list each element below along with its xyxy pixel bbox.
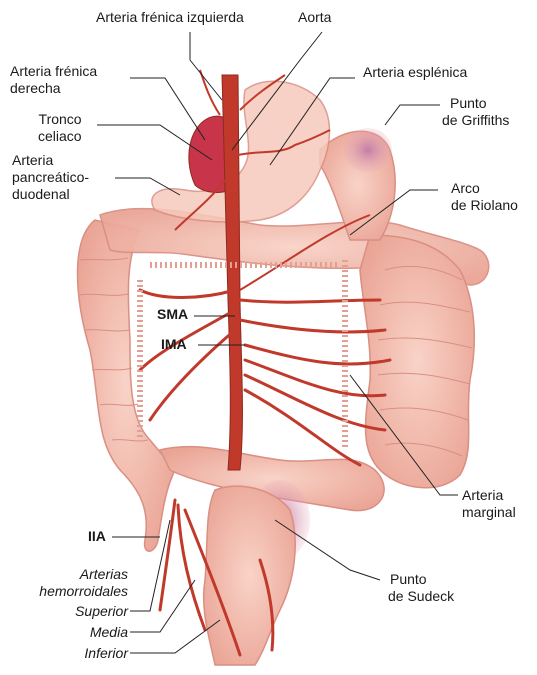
label-frenica-derecha: Arteria frénica derecha <box>10 63 97 97</box>
stomach <box>152 81 330 222</box>
label-riolano: Arco de Riolano <box>451 180 518 214</box>
griffiths-point-area <box>344 128 392 172</box>
label-superior: Superior <box>18 603 128 620</box>
label-ima: IMA <box>161 336 187 353</box>
ascending-colon <box>78 220 176 551</box>
rectum <box>204 486 296 665</box>
label-esplenica: Arteria esplénica <box>363 64 467 81</box>
label-media: Media <box>18 624 128 641</box>
aorta <box>222 75 242 470</box>
label-hemorroidales: Arterias hemorroidales <box>18 566 128 600</box>
label-sudeck: Punto de Sudeck <box>388 571 454 605</box>
label-pancreatico-duodenal: Arteria pancreático- duodenal <box>12 152 89 203</box>
label-aorta: Aorta <box>298 9 331 26</box>
label-sma: SMA <box>157 306 188 323</box>
label-griffiths: Punto de Griffiths <box>450 95 509 129</box>
label-iia: IIA <box>88 528 106 545</box>
label-tronco-celiaco: Tronco celiaco <box>38 111 82 145</box>
label-marginal: Arteria marginal <box>462 487 516 521</box>
label-frenica-izquierda: Arteria frénica izquierda <box>96 9 244 26</box>
label-inferior: Inferior <box>18 645 128 662</box>
